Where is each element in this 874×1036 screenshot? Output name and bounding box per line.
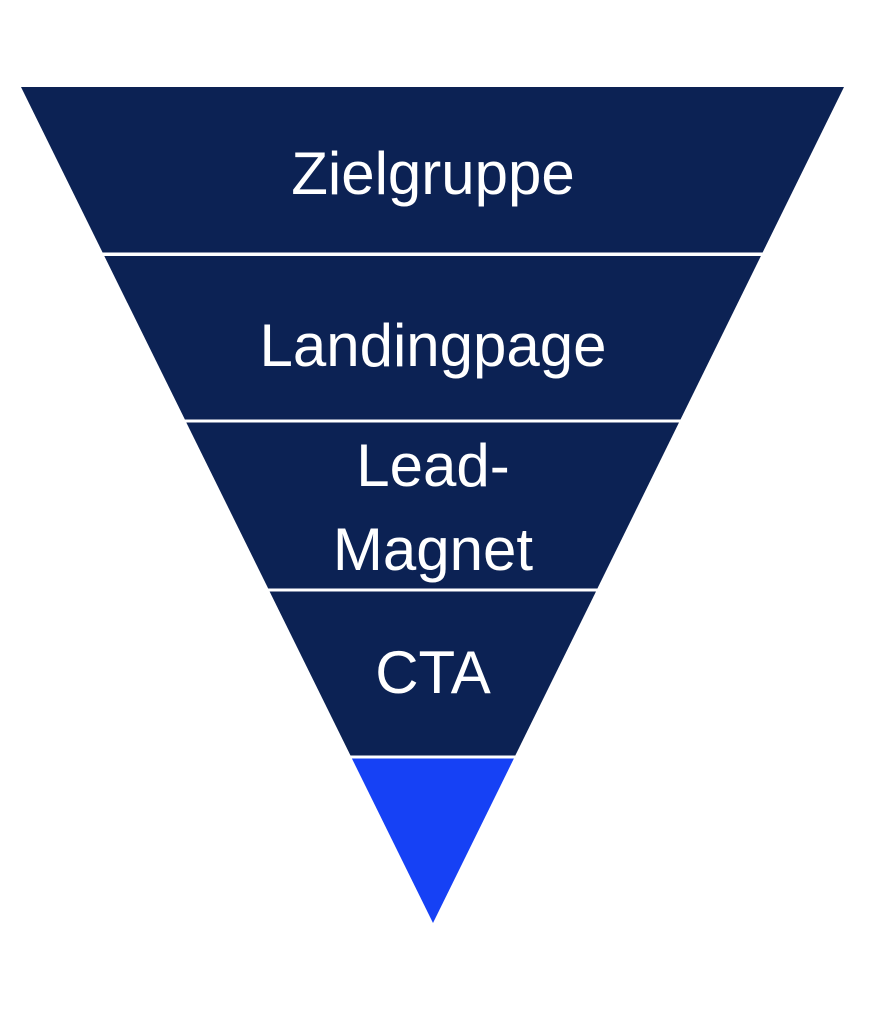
funnel-level-label-lead-magnet: Lead- Magnet xyxy=(332,432,534,583)
funnel-level-zielgruppe xyxy=(21,87,844,253)
funnel-level-label-cta: CTA xyxy=(375,639,491,706)
funnel-level-lead-magnet xyxy=(186,422,680,589)
funnel-level-landingpage xyxy=(104,256,761,420)
funnel-level-label-landingpage: Landingpage xyxy=(259,312,607,379)
funnel-level-tip xyxy=(351,758,514,923)
funnel-level-label-zielgruppe: Zielgruppe xyxy=(291,140,575,207)
funnel-level-cta xyxy=(269,591,596,756)
